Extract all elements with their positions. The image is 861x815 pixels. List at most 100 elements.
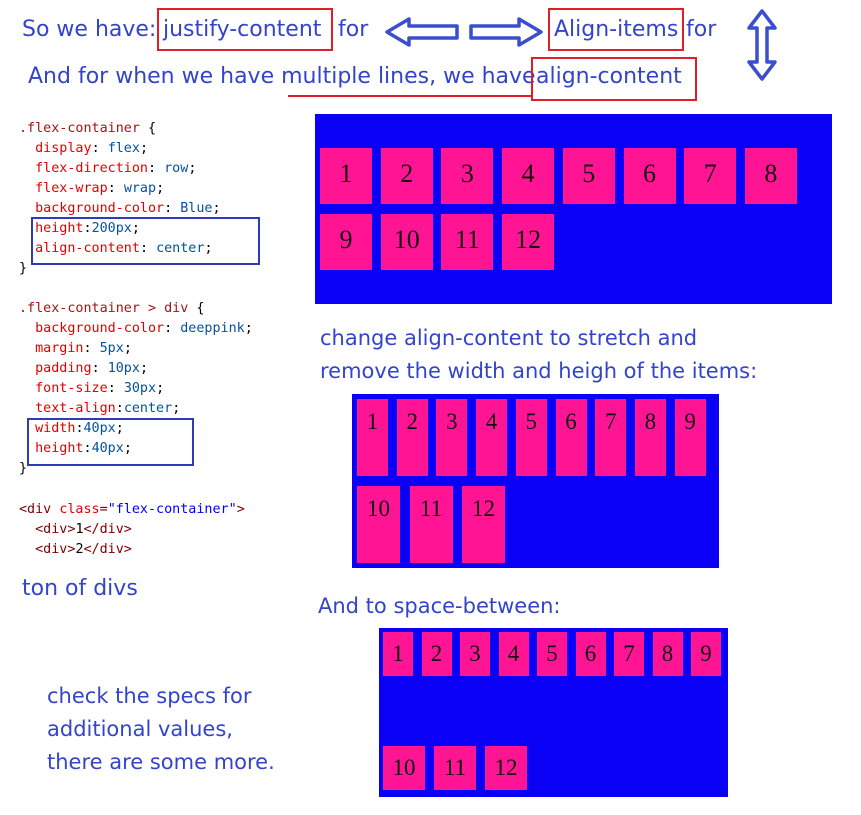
- code-line: }: [19, 459, 253, 479]
- code-line: height:200px;: [19, 219, 221, 239]
- code-token: [19, 381, 35, 396]
- code-line: <div class="flex-container">: [19, 500, 245, 520]
- code-token: :: [75, 421, 84, 436]
- code-token: :: [91, 141, 108, 156]
- code-line: <div>1</div>: [19, 520, 245, 540]
- flex-item: 12: [462, 486, 505, 563]
- code-token: ;: [139, 141, 148, 156]
- flex-item-css: .flex-container > div { background-color…: [19, 299, 253, 479]
- code-token: [19, 361, 35, 376]
- code-token: [19, 341, 35, 356]
- code-token: class: [59, 502, 100, 517]
- justify-content-label: justify-content: [163, 17, 322, 42]
- code-token: [19, 161, 35, 176]
- flex-item: 7: [684, 148, 737, 204]
- flex-container-css: .flex-container { display: flex; flex-di…: [19, 119, 221, 279]
- code-token: <div: [19, 502, 60, 517]
- code-token: [19, 321, 35, 336]
- align-content-label: align-content: [536, 64, 682, 89]
- code-token: </div>: [83, 542, 132, 557]
- multiple-lines-underline: [288, 95, 533, 97]
- code-line: }: [19, 259, 221, 279]
- ton-of-divs-note: ton of divs: [22, 576, 138, 601]
- for-label-2: for: [686, 17, 717, 42]
- space-between-note: And to space-between:: [318, 594, 561, 618]
- code-token: padding: [35, 361, 92, 376]
- code-token: height: [35, 441, 84, 456]
- code-line: font-size: 30px;: [19, 379, 253, 399]
- flex-item: 4: [498, 632, 529, 676]
- flex-item: 8: [744, 148, 797, 204]
- code-line: text-align:center;: [19, 399, 253, 419]
- code-token: flex-wrap: [35, 181, 108, 196]
- code-token: background-color: [35, 321, 165, 336]
- code-token: </div>: [83, 522, 132, 537]
- code-line: <div>2</div>: [19, 540, 245, 560]
- code-token: :: [91, 361, 108, 376]
- code-token: :: [83, 341, 100, 356]
- code-token: margin: [35, 341, 84, 356]
- flex-item: 9: [320, 214, 372, 270]
- code-token: ;: [123, 441, 132, 456]
- flex-item: 7: [614, 632, 644, 676]
- flex-item: 6: [623, 148, 676, 204]
- align-items-highlight: [548, 8, 684, 51]
- code-token: :: [83, 441, 92, 456]
- code-token: [19, 181, 35, 196]
- code-token: height: [35, 221, 84, 236]
- code-token: .flex-container: [19, 121, 140, 136]
- code-token: deeppink: [180, 321, 245, 336]
- code-token: ;: [156, 181, 165, 196]
- code-line: flex-wrap: wrap;: [19, 179, 221, 199]
- right-arrow-icon: [469, 17, 543, 47]
- justify-content-highlight: [157, 8, 333, 51]
- flex-item: 2: [421, 632, 452, 676]
- code-line: align-content: center;: [19, 239, 221, 259]
- flex-item: 3: [460, 632, 490, 676]
- flex-item: 11: [441, 214, 494, 270]
- code-token: background-color: [35, 201, 165, 216]
- code-line: margin: 5px;: [19, 339, 253, 359]
- flex-item: 7: [595, 399, 627, 476]
- code-token: 10px: [107, 361, 140, 376]
- flex-item: 12: [485, 746, 527, 790]
- code-token: {: [139, 121, 157, 136]
- flex-item: 6: [555, 399, 587, 476]
- flex-item: 4: [476, 399, 508, 476]
- flex-item: 5: [515, 399, 547, 476]
- code-token: 5px: [99, 341, 124, 356]
- code-token: align-content: [35, 241, 140, 256]
- code-token: <div>: [35, 542, 76, 557]
- flex-item: 10: [383, 746, 425, 790]
- code-token: :: [139, 241, 157, 256]
- align-content-highlight: [531, 57, 697, 101]
- code-token: ;: [244, 321, 253, 336]
- code-token: row: [164, 161, 189, 176]
- code-token: :: [148, 161, 165, 176]
- height-align-highlight: [31, 217, 260, 265]
- flex-item: 8: [652, 632, 683, 676]
- code-token: 1: [75, 522, 84, 537]
- code-token: ;: [188, 161, 197, 176]
- code-token: <div>: [35, 522, 76, 537]
- code-line: padding: 10px;: [19, 359, 253, 379]
- code-token: {: [188, 301, 205, 316]
- flex-item: 11: [434, 746, 476, 790]
- code-token: 200px: [91, 221, 132, 236]
- flex-item: 6: [575, 632, 606, 676]
- code-token: :: [83, 221, 92, 236]
- code-token: ;: [212, 201, 221, 216]
- flex-item: 12: [502, 214, 555, 270]
- code-token: }: [19, 461, 28, 476]
- flex-item: 1: [320, 148, 372, 204]
- for-label-1: for: [338, 17, 369, 42]
- code-token: display: [35, 141, 92, 156]
- code-token: font-size: [35, 381, 108, 396]
- code-token: wrap: [123, 181, 157, 196]
- flex-item: 1: [357, 399, 388, 476]
- specs-note-line-3: there are some more.: [47, 750, 275, 774]
- code-token: center: [123, 401, 173, 416]
- code-token: ;: [172, 401, 181, 416]
- code-token: 40px: [83, 421, 116, 436]
